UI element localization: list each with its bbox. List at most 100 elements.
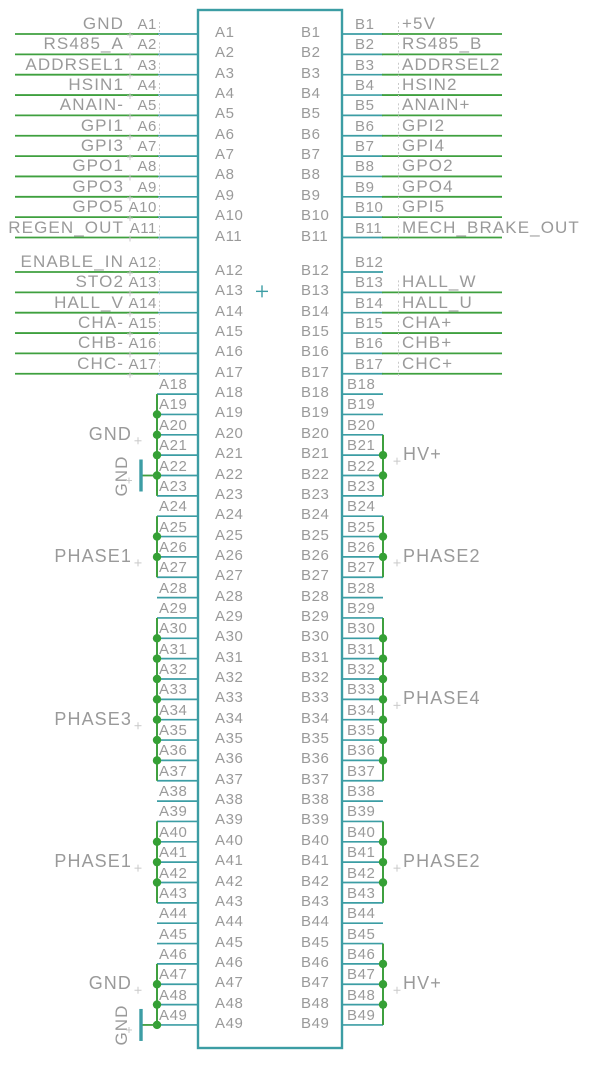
- pin-number-label-a7: A7: [137, 138, 157, 156]
- pin-name-b2: B2: [301, 44, 321, 62]
- pin-name-b32: B32: [301, 669, 330, 686]
- pin-number-label-b11: B11: [355, 219, 383, 237]
- pin-name-b27: B27: [301, 567, 330, 585]
- net-label-a5: ANAIN-: [59, 95, 124, 115]
- pin-number-label-a19: A19: [159, 396, 188, 414]
- net-label-a10: GPO5: [72, 197, 124, 217]
- overline-segment: EL: [90, 54, 114, 74]
- net-label-b2: RS485_B: [402, 34, 483, 54]
- pin-name-a1: A1: [215, 24, 235, 41]
- pin-name-a27: A27: [215, 567, 244, 585]
- pin-name-b36: B36: [301, 750, 330, 768]
- net-label-a7: GPI3: [80, 136, 124, 156]
- net-label-b10: GPI5: [402, 197, 446, 217]
- pin-name-b19: B19: [301, 404, 330, 422]
- pin-name-a22: A22: [215, 465, 244, 483]
- pin-name-b33: B33: [301, 689, 330, 707]
- pin-name-b25: B25: [301, 526, 330, 544]
- pin-number-label-a27: A27: [159, 559, 188, 577]
- overline-segment: A: [104, 313, 118, 333]
- pin-name-a18: A18: [215, 384, 244, 402]
- pin-name-a48: A48: [215, 994, 244, 1012]
- pin-number-label-a46: A46: [159, 945, 188, 963]
- pin-name-b20: B20: [301, 424, 330, 442]
- pin-number-label-b8: B8: [355, 158, 375, 176]
- pin-name-b5: B5: [301, 105, 321, 123]
- pin-name-b11: B11: [301, 227, 329, 245]
- overline-segment: EL: [467, 54, 491, 74]
- pin-name-a30: A30: [215, 628, 244, 646]
- overline-segment: TO: [87, 272, 114, 292]
- group-net-label-a41: PHASE1: [54, 851, 132, 872]
- pin-name-a33: A33: [215, 689, 244, 707]
- pin-name-a37: A37: [215, 770, 244, 788]
- net-label-b4: HSIN2: [402, 75, 458, 95]
- pin-number-label-a39: A39: [159, 803, 188, 821]
- pin-name-b22: B22: [301, 465, 330, 483]
- pin-name-b35: B35: [301, 730, 330, 748]
- pin-name-b23: B23: [301, 485, 330, 503]
- pin-number-label-b32: B32: [347, 661, 376, 678]
- pin-number-label-b33: B33: [347, 681, 376, 699]
- net-label-b6: GPI2: [402, 115, 446, 135]
- pin-name-a5: A5: [215, 105, 235, 123]
- pin-name-b7: B7: [301, 146, 321, 164]
- pin-name-b24: B24: [301, 506, 330, 524]
- net-label-b7: GPI4: [402, 136, 446, 156]
- pin-name-a8: A8: [215, 166, 235, 184]
- pin-name-a46: A46: [215, 953, 244, 971]
- pin-name-b13: B13: [301, 282, 330, 300]
- pin-name-b16: B16: [301, 343, 330, 361]
- net-label-b17: CHC+: [402, 353, 454, 373]
- pin-number-label-a1: A1: [137, 16, 157, 33]
- pin-number-label-a41: A41: [159, 844, 188, 862]
- pin-number-label-a47: A47: [159, 966, 188, 984]
- pin-number-label-b22: B22: [347, 457, 376, 475]
- pin-number-label-b35: B35: [347, 722, 376, 740]
- pin-name-b38: B38: [301, 791, 330, 809]
- pin-number-label-a32: A32: [159, 661, 188, 678]
- pin-name-b41: B41: [301, 852, 330, 870]
- net-label-a11: REGEN_OUT: [8, 217, 124, 237]
- net-label-a17: CHC-: [77, 353, 124, 373]
- pin-number-label-a31: A31: [159, 640, 188, 658]
- pin-number-label-b9: B9: [355, 178, 375, 196]
- pin-name-a29: A29: [215, 607, 244, 625]
- group-net-label-b47: HV+: [403, 973, 442, 994]
- pin-name-b39: B39: [301, 811, 330, 829]
- pin-name-b45: B45: [301, 933, 330, 951]
- pin-number-label-b14: B14: [355, 294, 384, 312]
- pin-name-b18: B18: [301, 384, 330, 402]
- pin-name-a41: A41: [215, 852, 244, 870]
- pin-name-b9: B9: [301, 186, 321, 204]
- pin-name-a4: A4: [215, 85, 235, 103]
- pin-name-a24: A24: [215, 506, 244, 524]
- pin-name-a43: A43: [215, 892, 244, 910]
- pin-name-b17: B17: [301, 363, 330, 381]
- pin-name-a31: A31: [215, 648, 244, 666]
- pin-number-label-a8: A8: [137, 158, 157, 176]
- pin-number-label-b31: B31: [347, 640, 376, 658]
- pin-number-label-a29: A29: [159, 599, 188, 617]
- pin-number-label-b15: B15: [355, 315, 384, 333]
- pin-name-a19: A19: [215, 404, 244, 422]
- pin-number-label-b44: B44: [347, 905, 376, 923]
- pin-number-label-b41: B41: [347, 844, 376, 862]
- pin-name-b1: B1: [301, 24, 321, 41]
- pin-number-label-a11: A11: [129, 219, 157, 237]
- pin-name-b34: B34: [301, 709, 330, 727]
- group-net-label-b41: PHASE2: [403, 851, 481, 872]
- pin-number-label-a2: A2: [137, 36, 157, 54]
- pin-name-a15: A15: [215, 323, 244, 341]
- pin-name-a3: A3: [215, 64, 235, 82]
- net-label-a15: CHA-: [78, 313, 124, 333]
- pin-name-a11: A11: [215, 227, 243, 245]
- pin-number-label-a37: A37: [159, 762, 188, 780]
- net-label-a1: GND: [82, 14, 124, 33]
- pin-name-a40: A40: [215, 831, 244, 849]
- pin-number-label-a24: A24: [159, 498, 188, 516]
- pin-number-label-a33: A33: [159, 681, 188, 699]
- pin-number-label-a22: A22: [159, 457, 188, 475]
